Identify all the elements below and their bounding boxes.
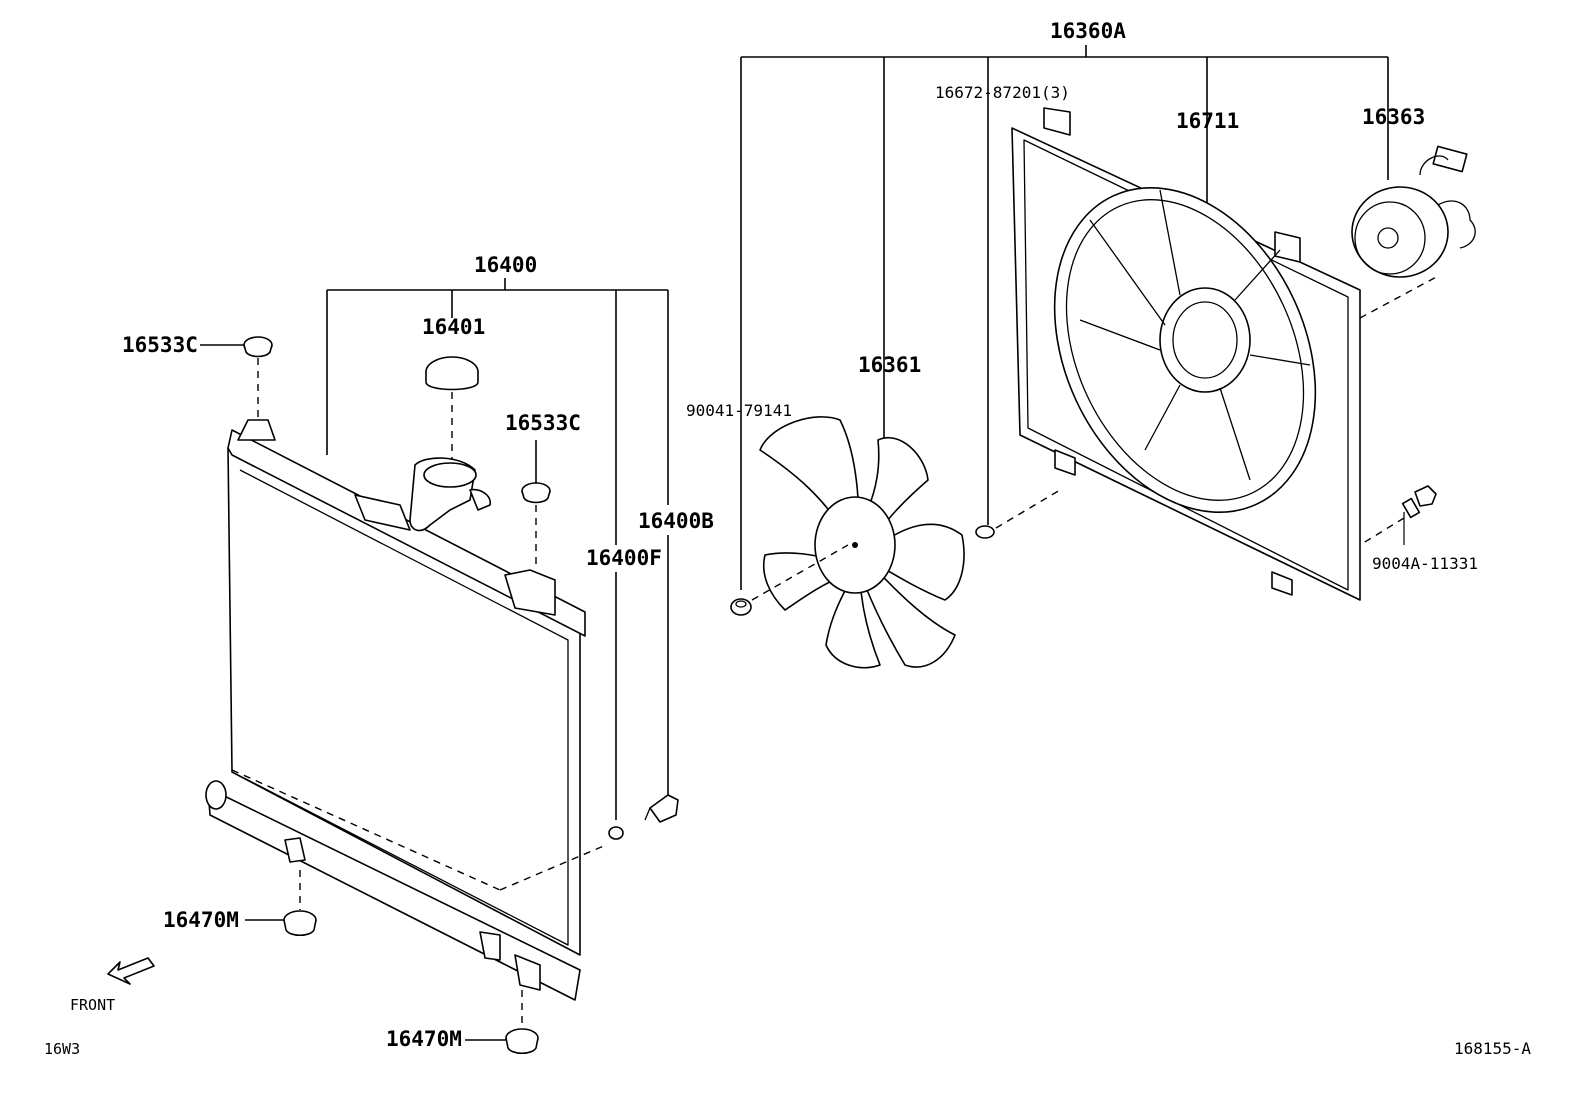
fan-nut-label: 90041-79141: [686, 401, 792, 420]
upper-cushion-right-part: [521, 482, 551, 568]
radiator-cap-part: [425, 356, 479, 460]
radiator-assembly-label: 16400: [474, 253, 537, 277]
diagram-id-label: 168155-A: [1454, 1039, 1531, 1058]
fan-shroud-assembly-label: 16360A: [1050, 19, 1126, 43]
lower-cushion-bottom-label: 16470M: [386, 1027, 462, 1051]
motor-bolt-part: [1359, 485, 1437, 546]
fan-assembly-leader-lines: [740, 45, 1405, 590]
upper-cushion-right-label: 16533C: [505, 411, 581, 435]
radiator-assembly-leader-lines: [326, 278, 669, 820]
lower-cushion-bottom-part: [465, 990, 539, 1055]
page-code-label: 16W3: [44, 1040, 80, 1058]
shroud-screw-label: 16672-87201(3): [935, 83, 1070, 102]
fan-blade-part: [759, 416, 965, 669]
drain-plug-f-part: [608, 826, 624, 840]
upper-cushion-left-label: 16533C: [122, 333, 198, 357]
radiator-part: [205, 419, 607, 1001]
lower-cushion-left-part: [245, 870, 317, 937]
motor-bolt-label: 9004A-11331: [1372, 554, 1478, 573]
drain-plug-f-label: 16400F: [586, 546, 662, 570]
fan-shroud-part: [1011, 107, 1361, 601]
upper-cushion-left-part: [243, 336, 273, 420]
front-arrow-icon: [107, 957, 155, 985]
shroud-screw-part: [975, 489, 1061, 539]
fan-shroud-label: 16711: [1176, 109, 1239, 133]
fan-motor-part: [1351, 145, 1476, 319]
fan-motor-label: 16363: [1362, 105, 1425, 129]
drain-plug-b-label: 16400B: [638, 509, 714, 533]
radiator-cap-label: 16401: [422, 315, 485, 339]
drain-plug-b-part: [644, 794, 679, 823]
fan-nut-part: [730, 544, 849, 616]
lower-cushion-left-label: 16470M: [163, 908, 239, 932]
front-label: FRONT: [70, 996, 115, 1014]
fan-blade-label: 16361: [858, 353, 921, 377]
